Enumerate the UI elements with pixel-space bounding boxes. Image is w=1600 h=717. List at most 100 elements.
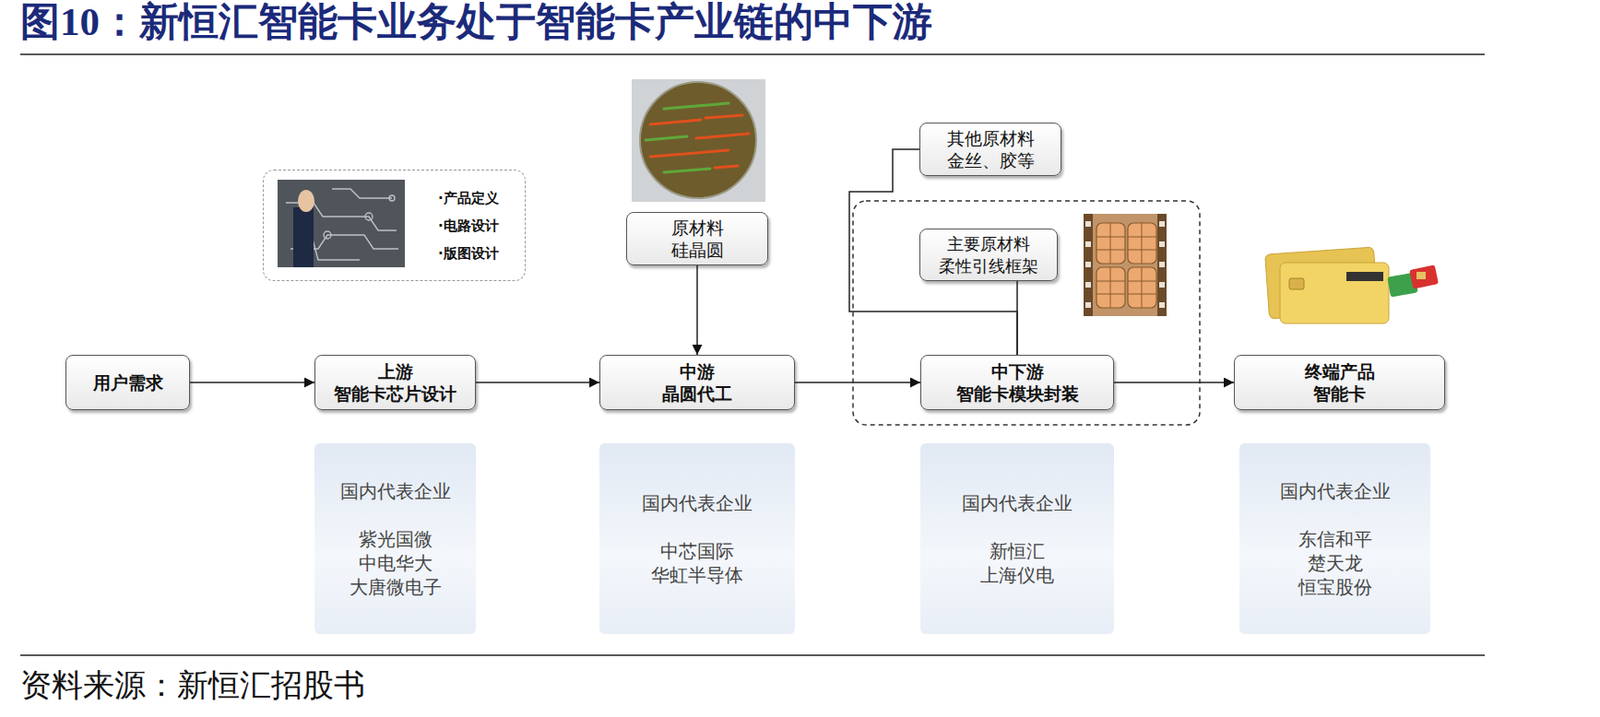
film-hole: [1159, 241, 1165, 248]
leadframe-photo: [1083, 213, 1167, 317]
company-band: 国内代表企业紫光国微 中电华大 大唐微电子: [314, 443, 476, 635]
node-subtext: ·电路设计: [438, 212, 499, 240]
connector-group: [189, 382, 315, 384]
magnetic-stripe: [1346, 272, 1384, 282]
node-text: 用户需求: [93, 371, 164, 394]
chip-contact: [1141, 267, 1143, 309]
film-hole: [1159, 282, 1165, 288]
connector-group: [475, 382, 600, 384]
node-text: 原材料 硅晶圆: [651, 216, 744, 261]
wafer-stripe: [663, 103, 729, 109]
connector-group: [697, 265, 699, 356]
wafer-stripes: [645, 103, 749, 173]
node-subtext: 智能卡: [1313, 382, 1366, 405]
node-text: 国内代表企业: [961, 491, 1073, 516]
circuit-trace: [331, 189, 392, 199]
flow-connector: [849, 149, 1018, 356]
design-photo: [277, 179, 405, 268]
figure-title: 图10：新恒汇智能卡业务处于智能卡产业链的中下游: [20, 0, 933, 47]
company-band: 国内代表企业东信和平 楚天龙 恒宝股份: [1239, 443, 1431, 635]
film-hole: [1159, 302, 1165, 309]
wafer-stripe: [650, 119, 701, 125]
node-subtext: 晶圆代工: [662, 382, 733, 405]
material-box: 主要原材料 柔性引线框架: [919, 228, 1058, 282]
connector-group: [849, 149, 1018, 356]
wafer-stripe: [645, 136, 688, 141]
wafer-disc: [640, 82, 757, 199]
flow-connector: [696, 265, 699, 356]
chip-module: [1127, 223, 1157, 264]
flow-connector: [1016, 281, 1019, 356]
node-text: 上游: [378, 360, 414, 383]
company-band: 国内代表企业中芯国际 华虹半导体: [599, 443, 795, 635]
chip-contact: [1110, 267, 1112, 309]
film-edge: [1083, 213, 1093, 317]
node-text: 其他原材料 金丝、胶等: [937, 127, 1044, 172]
wafer-stripe: [663, 168, 711, 173]
node-text: 主要原材料 柔性引线框架: [931, 233, 1047, 278]
wafer-stripe: [714, 165, 738, 168]
footer-rule: [20, 654, 1485, 657]
node-text: 国内代表企业: [340, 479, 451, 504]
node-text: 国内代表企业: [1280, 479, 1391, 504]
focus-region: [853, 201, 1200, 426]
sim-card: [1409, 264, 1439, 289]
circuit-node: [365, 213, 373, 221]
node-text: 中下游: [991, 360, 1044, 383]
wafer-stripe: [696, 133, 749, 139]
process-box: 中游晶圆代工: [599, 355, 795, 411]
film-holes: [1085, 221, 1165, 309]
film-hole: [1159, 221, 1165, 227]
node-subtext: ·版图设计: [438, 239, 499, 268]
design-callout: ·产品定义·电路设计·版图设计: [262, 169, 526, 282]
chip-contact: [1110, 223, 1112, 264]
material-box: 原材料 硅晶圆: [626, 212, 769, 266]
process-box: 用户需求: [65, 355, 190, 411]
node-subtext: 东信和平 楚天龙 恒宝股份: [1284, 527, 1387, 600]
material-box: 其他原材料 金丝、胶等: [919, 122, 1062, 177]
flow-connector: [1114, 381, 1234, 384]
process-box: 上游智能卡芯片设计: [314, 355, 476, 411]
chip-contact: [1141, 223, 1143, 264]
node-subtext: 中芯国际 华虹半导体: [646, 539, 748, 588]
flow-connector: [794, 381, 921, 384]
node-subtext: 紫光国微 中电华大 大唐微电子: [344, 527, 447, 600]
company-band: 国内代表企业新恒汇 上海仪电: [920, 443, 1115, 635]
card-chip: [1289, 278, 1304, 290]
process-box: 终端产品智能卡: [1233, 355, 1446, 411]
chip-module: [1096, 267, 1126, 309]
bank-card: [1280, 262, 1389, 324]
node-text: 国内代表企业: [641, 491, 753, 516]
sim-chip: [1416, 272, 1426, 280]
circuit-node: [389, 195, 395, 202]
title-rule: [20, 53, 1485, 56]
wafer-photo: [631, 79, 766, 202]
process-box: 中下游智能卡模块封装: [920, 355, 1115, 411]
film-hole: [1085, 261, 1091, 268]
sleeve: [293, 207, 314, 268]
film-hole: [1159, 261, 1165, 268]
node-subtext: 智能卡芯片设计: [333, 382, 457, 405]
node-subtext: 智能卡模块封装: [956, 382, 1079, 405]
flow-connector: [189, 381, 315, 384]
connector-group: [794, 382, 921, 384]
film-hole: [1085, 241, 1091, 248]
film-hole: [1085, 221, 1091, 227]
source-caption: 资料来源：新恒汇招股书: [20, 665, 366, 707]
film-hole: [1085, 302, 1091, 309]
chip-module: [1127, 267, 1157, 309]
wafer-stripe: [650, 150, 729, 157]
film-hole: [1085, 282, 1091, 288]
wafer-stripe: [705, 115, 743, 119]
connector-group: [1017, 281, 1019, 356]
flow-connector: [475, 381, 600, 384]
node-subtext: 新恒汇 上海仪电: [966, 539, 1068, 588]
node-text: 终端产品: [1304, 360, 1375, 383]
circuit-node: [323, 231, 332, 239]
chip-modules: [1096, 223, 1157, 309]
chip-contacts: [1096, 223, 1157, 309]
hand: [297, 189, 315, 213]
node-text: 中游: [679, 360, 715, 383]
